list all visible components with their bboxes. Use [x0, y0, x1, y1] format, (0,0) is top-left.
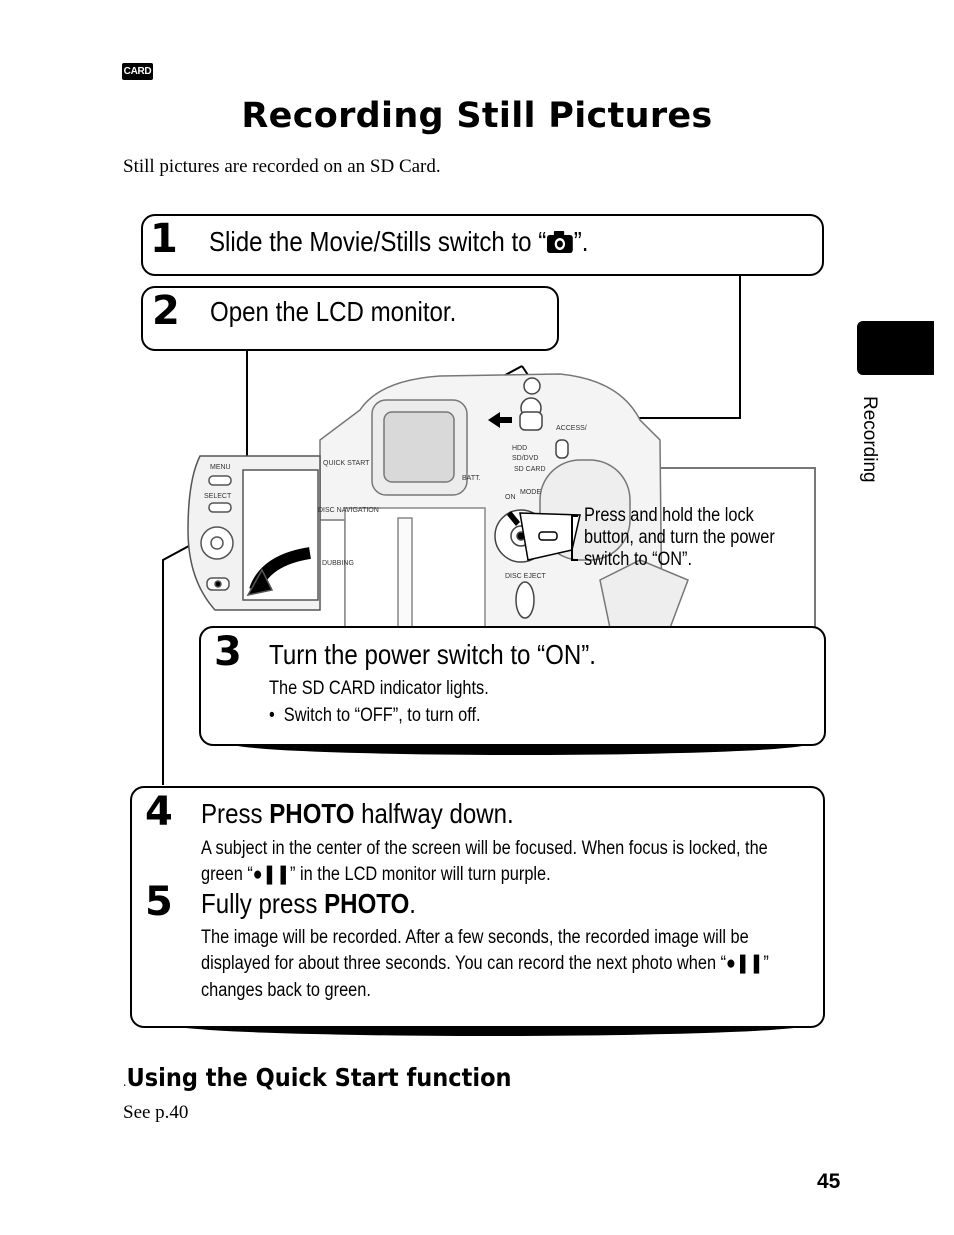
lock-button-callout: Press and hold the lock button, and turn… — [584, 505, 775, 571]
select-label: SELECT — [204, 493, 232, 500]
disc-eject-label: DISC EJECT — [505, 573, 547, 580]
step-5-text-2: displayed for about three seconds. You c… — [201, 951, 769, 977]
camera-controls — [494, 377, 581, 619]
on-label: ON — [505, 494, 516, 501]
quick-start-subheading: .Using the Quick Start function — [123, 1063, 512, 1092]
callout-bracket — [571, 515, 578, 561]
batt-label: BATT. — [462, 475, 481, 482]
dubbing-label: DUBBING — [322, 560, 354, 567]
step-4-heading-start: Press — [201, 798, 270, 829]
step-4-heading-end: halfway down. — [354, 798, 514, 829]
intro-text: Still pictures are recorded on an SD Car… — [123, 156, 441, 177]
step-4-number: 4 — [145, 789, 173, 835]
page-title: Recording Still Pictures — [241, 96, 713, 136]
sd-card-badge: CARD — [122, 63, 153, 80]
step-3-box — [199, 626, 826, 746]
quick-start-label: QUICK START — [323, 460, 370, 467]
see-reference: See p.40 — [123, 1102, 189, 1123]
hdd-label: HDD — [512, 445, 527, 452]
step-4-heading: Press PHOTO halfway down. — [201, 798, 514, 830]
step-1-box — [141, 214, 824, 276]
quick-start-subheading-text: Using the Quick Start function — [126, 1063, 512, 1092]
step-5-heading: Fully press PHOTO. — [201, 888, 416, 920]
step-3-number: 3 — [214, 629, 242, 675]
step-4-text-2-start: green “ — [201, 864, 253, 885]
step-5-text-2-start: displayed for about three seconds. You c… — [201, 953, 727, 974]
lock-button-indicator — [507, 511, 520, 526]
step-5-heading-start: Fully press — [201, 888, 325, 919]
step-3-heading: Turn the power switch to “ON”. — [269, 639, 596, 670]
step-4-text-1: A subject in the center of the screen wi… — [201, 838, 768, 859]
camcorder-body — [319, 373, 689, 631]
focus-indicator-icon: ●❚❚ — [252, 864, 291, 885]
step-3-text: The SD CARD indicator lights. — [269, 678, 489, 699]
section-tab — [857, 321, 934, 375]
step-4-text-2: green “●❚❚” in the LCD monitor will turn… — [201, 862, 551, 888]
step-1-heading: Slide the Movie/Stills switch to “ ”. — [209, 226, 588, 258]
step-2-box — [141, 286, 559, 351]
step-3-bullet-text: Switch to “OFF”, to turn off. — [283, 705, 481, 726]
page-number: 45 — [817, 1170, 841, 1193]
step-5-heading-end: . — [409, 888, 416, 919]
step-1-heading-text: Slide the Movie/Stills switch to “ — [209, 226, 547, 257]
callout-line-3: switch to “ON”. — [584, 549, 693, 570]
callout-line-2: button, and turn the power — [584, 527, 775, 548]
step-2-number: 2 — [152, 288, 180, 334]
step-1-number: 1 — [150, 216, 178, 262]
step-5-text-3: changes back to green. — [201, 980, 371, 1001]
section-label: Recording — [859, 396, 880, 483]
step-45-box — [130, 786, 825, 1028]
focus-indicator-icon-2: ●❚❚ — [726, 953, 764, 974]
step-5-number: 5 — [145, 879, 173, 925]
callout-line-1: Press and hold the lock — [584, 505, 754, 526]
camera-icon — [547, 231, 573, 253]
access-label: ACCESS/ — [556, 425, 587, 432]
disc-navigation-label: DISC NAVIGATION — [318, 507, 379, 514]
step-2-heading: Open the LCD monitor. — [210, 296, 457, 327]
photo-button-label-2: PHOTO — [324, 888, 410, 919]
mode-label: MODE — [520, 489, 541, 496]
lcd-monitor — [187, 455, 321, 611]
arrow-icon — [488, 412, 512, 428]
subheading-prefix: . — [123, 1075, 127, 1089]
step-5-text-1: The image will be recorded. After a few … — [201, 927, 749, 948]
step-5-text-2-end: ” — [763, 953, 769, 974]
sd-card-label: SD CARD — [514, 466, 546, 473]
step-3-bullet: • Switch to “OFF”, to turn off. — [269, 705, 481, 726]
step-1-heading-end: ”. — [573, 226, 589, 257]
step-4-text-2-end: ” in the LCD monitor will turn purple. — [290, 864, 551, 885]
sd-dvd-label: SD/DVD — [512, 455, 538, 462]
menu-label: MENU — [210, 464, 231, 471]
photo-button-label: PHOTO — [269, 798, 355, 829]
